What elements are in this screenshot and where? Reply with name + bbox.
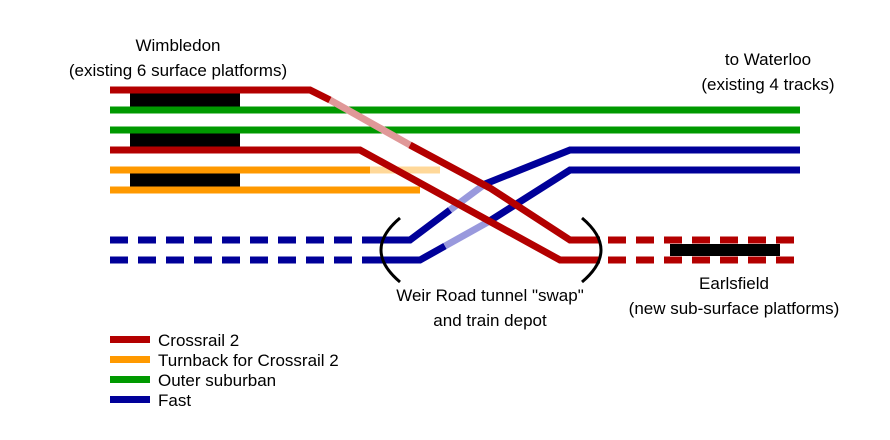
platform-block bbox=[130, 173, 240, 187]
legend-label: Turnback for Crossrail 2 bbox=[158, 351, 339, 370]
earlsfield-platform bbox=[670, 244, 780, 256]
legend-swatch bbox=[110, 356, 150, 363]
legend-label: Outer suburban bbox=[158, 371, 276, 390]
crossrail2-track bbox=[408, 141, 600, 244]
legend: Crossrail 2 Turnback for Crossrail 2 Out… bbox=[110, 331, 339, 410]
crossrail2-tracks bbox=[110, 86, 800, 264]
legend-label: Fast bbox=[158, 391, 191, 410]
tunnel-portal-left bbox=[379, 216, 401, 284]
wimbledon-title: Wimbledon bbox=[135, 36, 220, 55]
tunnel-portal-right bbox=[581, 216, 603, 284]
legend-label: Crossrail 2 bbox=[158, 331, 239, 350]
turnback-tracks bbox=[110, 166, 440, 194]
legend-swatch bbox=[110, 336, 150, 343]
fast-track-faded bbox=[443, 218, 490, 250]
legend-item: Turnback for Crossrail 2 bbox=[110, 351, 339, 370]
wimbledon-subtitle: (existing 6 surface platforms) bbox=[69, 61, 287, 80]
fast-track bbox=[483, 146, 800, 188]
waterloo-title: to Waterloo bbox=[725, 50, 811, 69]
legend-swatch bbox=[110, 376, 150, 383]
legend-item: Fast bbox=[110, 391, 191, 410]
crossrail2-track bbox=[110, 146, 600, 264]
earlsfield-subtitle: (new sub-surface platforms) bbox=[629, 299, 840, 318]
wimbledon-platforms bbox=[130, 93, 240, 187]
legend-item: Outer suburban bbox=[110, 371, 276, 390]
waterloo-subtitle: (existing 4 tracks) bbox=[701, 75, 834, 94]
outer-suburban-tracks bbox=[110, 106, 800, 134]
fast-track bbox=[380, 242, 447, 264]
platform-block bbox=[130, 133, 240, 147]
legend-swatch bbox=[110, 396, 150, 403]
crossrail2-track-faded bbox=[328, 96, 412, 149]
platform-block bbox=[130, 93, 240, 107]
legend-item: Crossrail 2 bbox=[110, 331, 239, 350]
crossrail2-track bbox=[110, 86, 332, 104]
weir-road-label-line2: and train depot bbox=[433, 311, 547, 330]
earlsfield-title: Earlsfield bbox=[699, 274, 769, 293]
weir-road-label-line1: Weir Road tunnel "swap" bbox=[396, 286, 584, 305]
fast-track bbox=[380, 207, 453, 244]
